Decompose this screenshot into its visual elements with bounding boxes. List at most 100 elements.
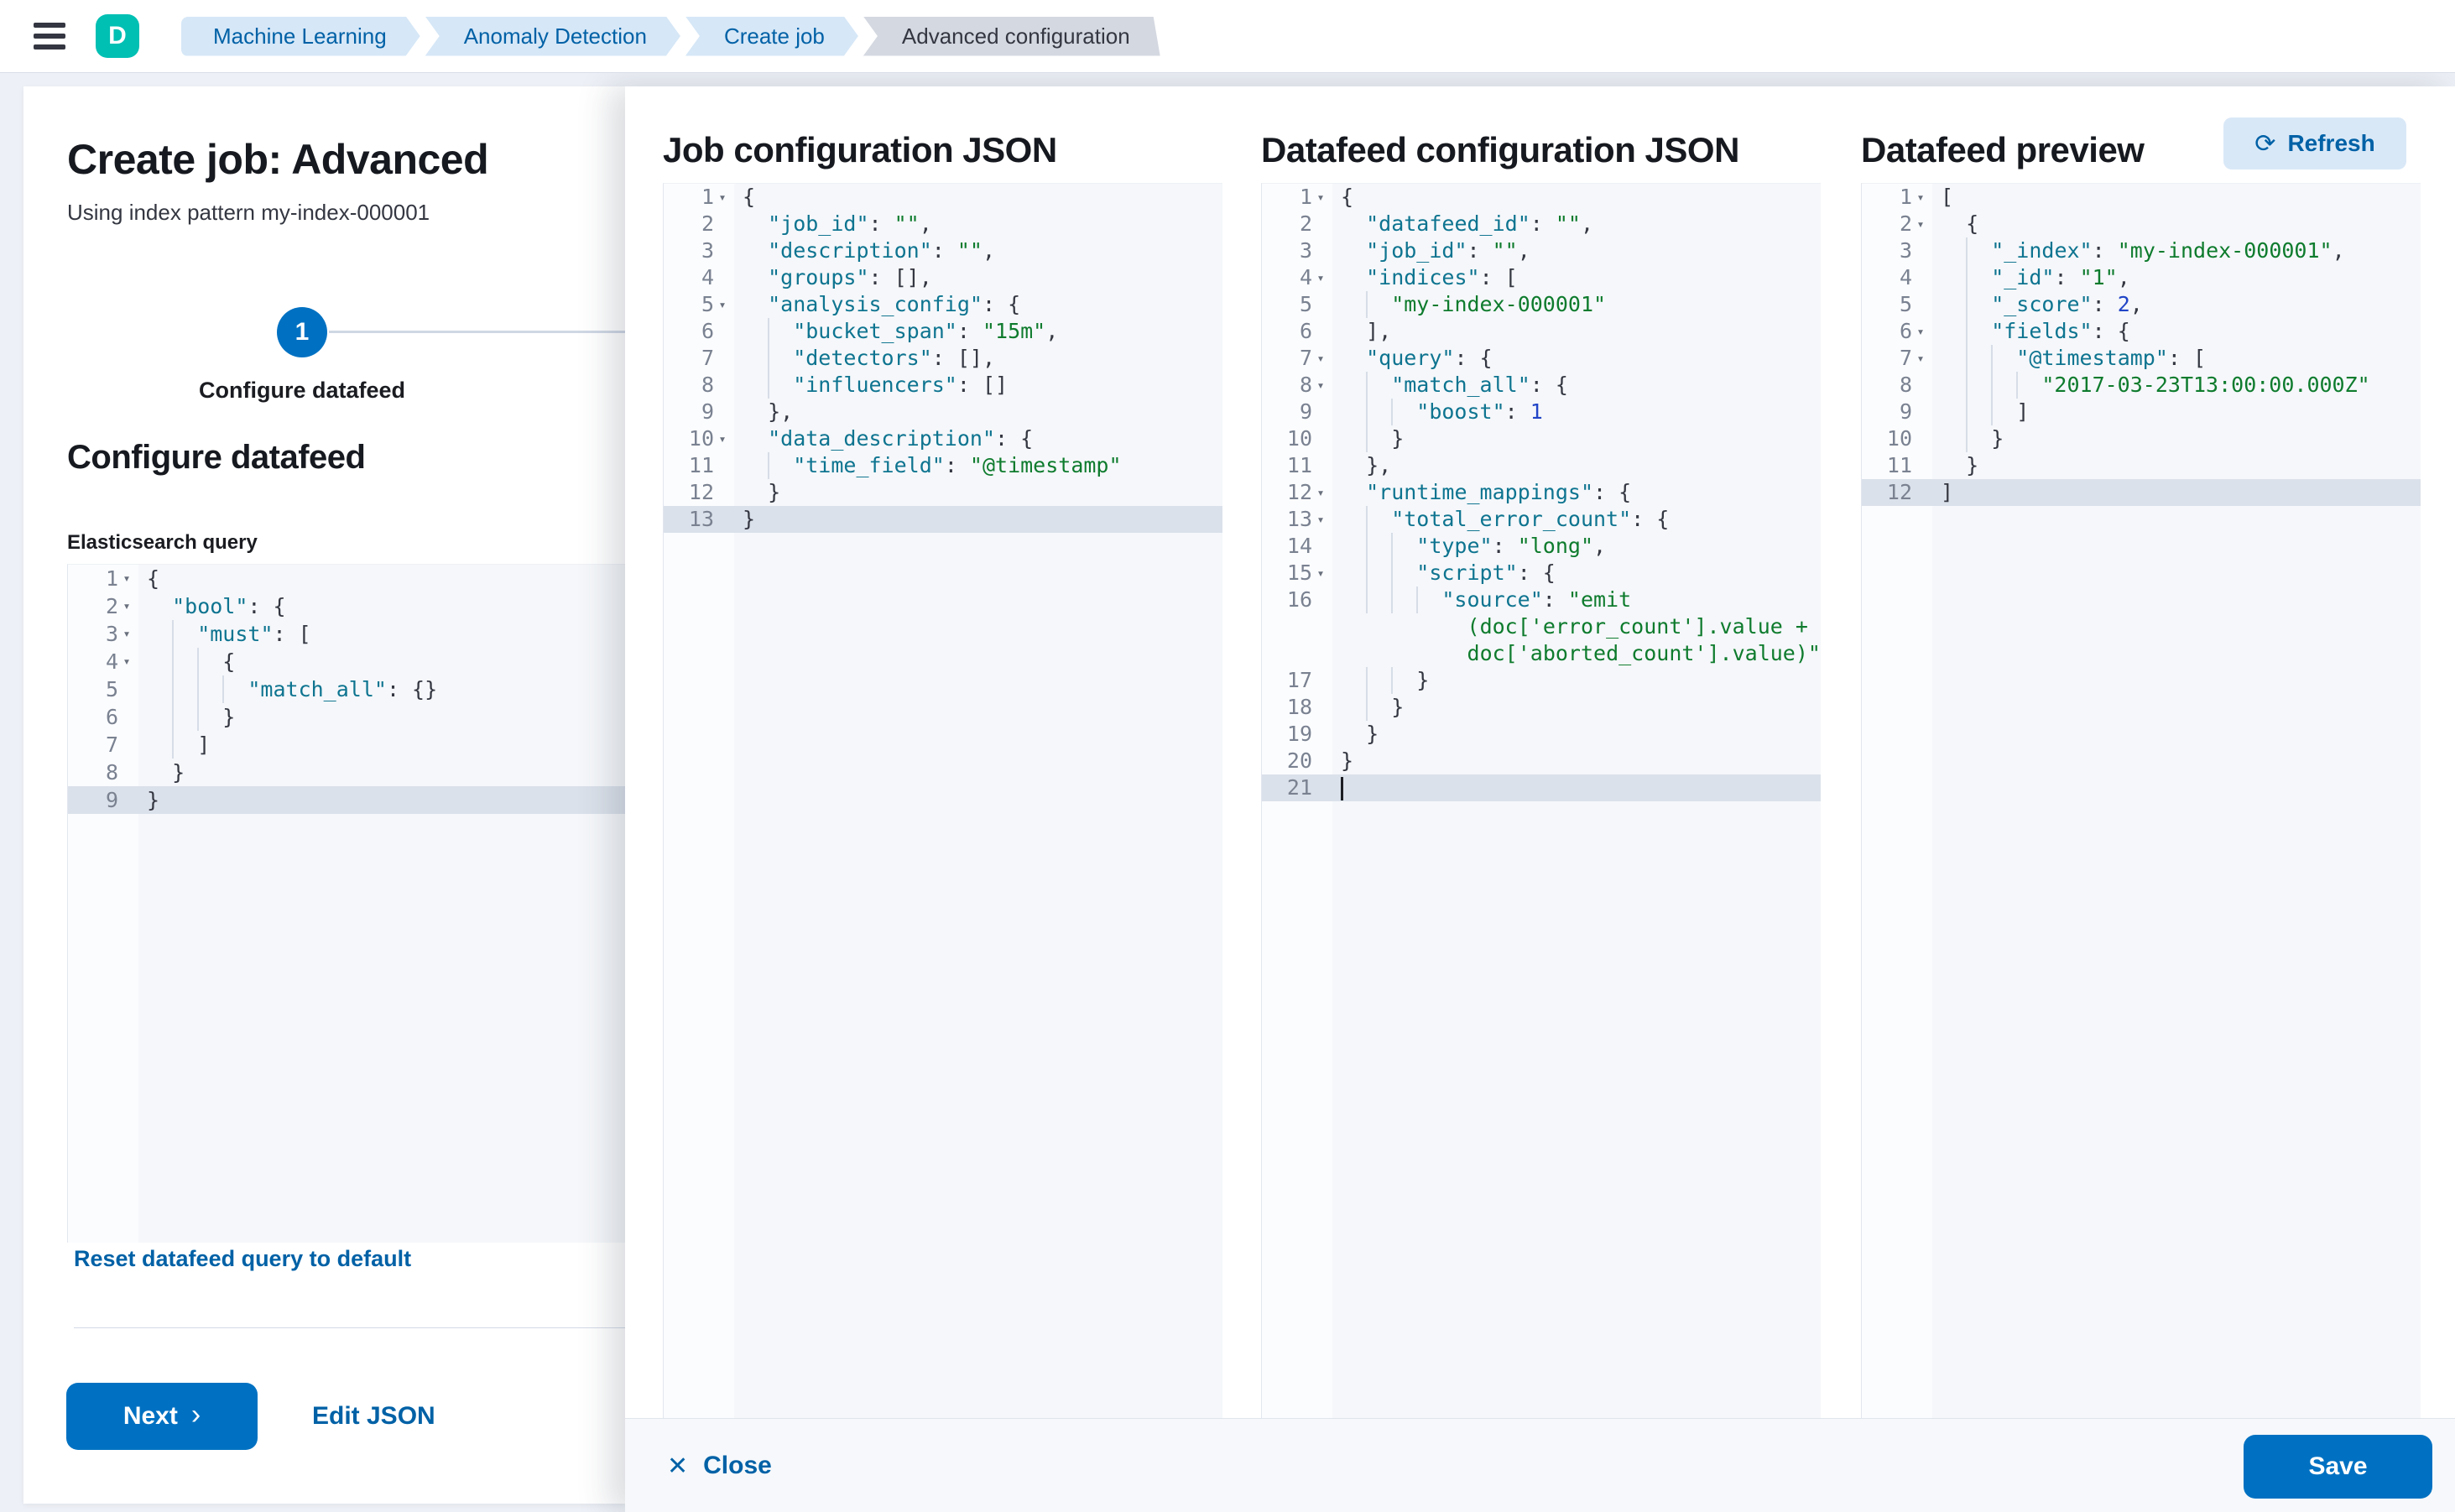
code-line: 1▾{ (664, 184, 1222, 211)
code-line: 9} (68, 786, 625, 814)
space-avatar[interactable]: D (96, 14, 139, 58)
code-line: 1▾{ (68, 565, 625, 592)
code-line: doc['aborted_count'].value)" (1262, 640, 1821, 667)
code-line: 11} (1862, 452, 2421, 479)
editor-filler (1262, 801, 1821, 1419)
code-line: 2"datafeed_id": "", (1262, 211, 1821, 237)
refresh-icon: ⟳ (2254, 129, 2276, 158)
step-connector (329, 331, 625, 333)
code-line: 12] (1862, 479, 2421, 506)
edit-json-link[interactable]: Edit JSON (312, 1402, 435, 1430)
code-line: 2▾{ (1862, 211, 2421, 237)
code-line: 5"match_all": {} (68, 675, 625, 703)
code-line: 4▾{ (68, 648, 625, 675)
es-query-editor[interactable]: 1▾{2▾"bool": {3▾"must": [4▾{5"match_all"… (67, 564, 625, 1243)
close-button[interactable]: ✕ Close (667, 1452, 772, 1481)
code-line: 3"description": "", (664, 237, 1222, 264)
breadcrumb-item-advanced-configuration: Advanced configuration (863, 17, 1160, 56)
code-line: 8"2017-03-23T13:00:00.000Z" (1862, 372, 2421, 399)
code-line: 20} (1262, 748, 1821, 774)
breadcrumb-item-create-job[interactable]: Create job (685, 17, 858, 56)
editor-filler (68, 814, 625, 1243)
create-job-panel: Create job: Advanced Using index pattern… (23, 86, 625, 1504)
top-navigation-bar: D Machine Learning Anomaly Detection Cre… (0, 0, 2455, 73)
code-line: 17} (1262, 667, 1821, 694)
panel-title-datafeed-preview: Datafeed preview (1861, 130, 2145, 169)
page-subtitle: Using index pattern my-index-000001 (67, 200, 430, 225)
code-line: 19} (1262, 721, 1821, 748)
breadcrumb: Machine Learning Anomaly Detection Creat… (176, 17, 1160, 56)
breadcrumb-item-anomaly-detection[interactable]: Anomaly Detection (425, 17, 680, 56)
code-line: 10▾"data_description": { (664, 425, 1222, 452)
refresh-button-label: Refresh (2287, 130, 2375, 156)
hamburger-icon (34, 44, 65, 50)
code-line: 12} (664, 479, 1222, 506)
code-line: 2"job_id": "", (664, 211, 1222, 237)
code-line: 9] (1862, 399, 2421, 425)
datafeed-preview-editor[interactable]: 1▾[2▾{3"_index": "my-index-000001",4"_id… (1861, 183, 2421, 1419)
code-line: 11}, (1262, 452, 1821, 479)
code-line: 8"influencers": [] (664, 372, 1222, 399)
code-line: 7"detectors": [], (664, 345, 1222, 372)
code-line: 9"boost": 1 (1262, 399, 1821, 425)
code-line: 1▾{ (1262, 184, 1821, 211)
panel-title-job-configuration: Job configuration JSON (663, 130, 1057, 169)
code-line: 7] (68, 731, 625, 759)
code-line: 3▾"must": [ (68, 620, 625, 648)
editor-filler (664, 533, 1222, 1419)
code-line: 6], (1262, 318, 1821, 345)
breadcrumb-item-machine-learning[interactable]: Machine Learning (181, 17, 420, 56)
code-line: 2▾"bool": { (68, 592, 625, 620)
code-line: 6"bucket_span": "15m", (664, 318, 1222, 345)
hamburger-icon (34, 34, 65, 39)
next-button[interactable]: Next › (66, 1383, 258, 1450)
code-line: 4▾"indices": [ (1262, 264, 1821, 291)
code-line: 13} (664, 506, 1222, 533)
code-line: 8▾"match_all": { (1262, 372, 1821, 399)
code-line: 14"type": "long", (1262, 533, 1821, 560)
code-line: 3"job_id": "", (1262, 237, 1821, 264)
menu-button[interactable] (34, 23, 65, 50)
code-line: 21 (1262, 774, 1821, 801)
reset-datafeed-query-link[interactable]: Reset datafeed query to default (74, 1246, 412, 1271)
code-line: 4"groups": [], (664, 264, 1222, 291)
hamburger-icon (34, 23, 65, 28)
close-button-label: Close (703, 1452, 772, 1479)
page-title: Create job: Advanced (67, 136, 489, 183)
code-line: 13▾"total_error_count": { (1262, 506, 1821, 533)
next-button-label: Next (122, 1402, 178, 1430)
code-line: 6▾"fields": { (1862, 318, 2421, 345)
code-line: 15▾"script": { (1262, 560, 1821, 587)
code-line: 5▾"analysis_config": { (664, 291, 1222, 318)
step-label: Configure datafeed (198, 378, 406, 403)
panel-title-datafeed-configuration: Datafeed configuration JSON (1261, 130, 1739, 169)
code-line: (doc['error_count'].value + (1262, 613, 1821, 640)
refresh-button[interactable]: ⟳ Refresh (2223, 117, 2406, 169)
code-line: 7▾"@timestamp": [ (1862, 345, 2421, 372)
editor-filler (1862, 506, 2421, 1419)
code-line: 5"my-index-000001" (1262, 291, 1821, 318)
elasticsearch-query-label: Elasticsearch query (67, 531, 258, 554)
datafeed-config-editor[interactable]: 1▾{2"datafeed_id": "",3"job_id": "",4▾"i… (1261, 183, 1821, 1419)
section-heading: Configure datafeed (67, 439, 366, 476)
step-1-circle[interactable]: 1 (277, 307, 327, 357)
code-line: 11"time_field": "@timestamp" (664, 452, 1222, 479)
save-button[interactable]: Save (2244, 1435, 2432, 1499)
divider (74, 1327, 625, 1328)
code-line: 7▾"query": { (1262, 345, 1821, 372)
code-line: 9}, (664, 399, 1222, 425)
code-line: 18} (1262, 694, 1821, 721)
code-line: 16"source": "emit (1262, 587, 1821, 613)
code-line: 12▾"runtime_mappings": { (1262, 479, 1821, 506)
code-line: 8} (68, 759, 625, 786)
code-line: 4"_id": "1", (1862, 264, 2421, 291)
code-line: 10} (1262, 425, 1821, 452)
code-line: 6} (68, 703, 625, 731)
code-line: 10} (1862, 425, 2421, 452)
flyout-footer: ✕ Close Save (625, 1418, 2455, 1512)
code-line: 3"_index": "my-index-000001", (1862, 237, 2421, 264)
json-flyout: Job configuration JSON Datafeed configur… (625, 86, 2455, 1512)
job-config-editor[interactable]: 1▾{2"job_id": "",3"description": "",4"gr… (663, 183, 1222, 1419)
code-line: 5"_score": 2, (1862, 291, 2421, 318)
